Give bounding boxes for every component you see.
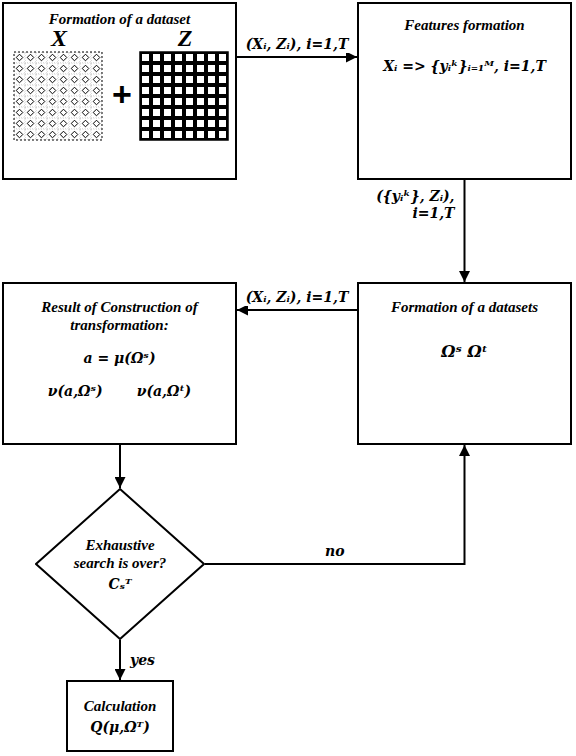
node-title: Formation of a datasets — [391, 298, 538, 316]
formula-row: ν(a,Ωˢ) ν(a,Ωᵗ) — [48, 383, 191, 400]
node-text: a = μ(Ωˢ) — [83, 350, 155, 367]
edge-label: (Xᵢ, Zᵢ), i=1,T — [244, 289, 351, 306]
node-title: Exhaustive search is over? — [72, 536, 168, 572]
node-text: Xᵢ => {yᵢᵏ}ᵢ₌₁ᴹ, i=1,T — [383, 58, 546, 75]
flow-arrow — [237, 56, 357, 58]
node-text: Cₛᵀ — [108, 576, 131, 593]
node-text: X — [44, 24, 74, 53]
node-text: Q(μ,Ωᵀ) — [90, 719, 150, 736]
node-title: Calculation — [84, 697, 157, 715]
decision-diamond: Exhaustive search is over? Cₛᵀ — [35, 488, 205, 640]
flow-arrow — [464, 180, 466, 282]
process-box: Formation of a datasets Ωˢ Ωᵗ — [357, 282, 572, 445]
process-box: Features formation Xᵢ => {yᵢᵏ}ᵢ₌₁ᴹ, i=1,T — [357, 2, 572, 180]
result-box: Result of Construction of transformation… — [2, 282, 237, 445]
grid-z — [140, 52, 228, 140]
node-title: Features formation — [404, 16, 524, 34]
edge-label: yes — [128, 652, 157, 669]
edge-label: (Xᵢ, Zᵢ), i=1,T — [244, 36, 351, 53]
edge-label: ({yᵢᵏ}, Zᵢ), i=1,T — [349, 188, 457, 222]
node-title: Formation of a dataset — [8, 10, 231, 28]
node-text: Ωˢ Ωᵗ — [441, 342, 487, 361]
node-title: Result of Construction of transformation… — [12, 298, 227, 334]
flow-arrow — [205, 445, 465, 564]
dataset-box: Formation of a datasetX + Z — [2, 2, 237, 180]
node-text: + — [107, 74, 137, 115]
flow-arrow — [119, 445, 121, 488]
terminal-box: CalculationQ(μ,Ωᵀ) — [66, 680, 174, 752]
node-text: Z — [170, 24, 200, 53]
edge-label: no — [323, 543, 347, 560]
flow-arrow — [237, 309, 357, 311]
node-text: ν(a,Ωˢ) — [48, 383, 103, 400]
node-text: ν(a,Ωᵗ) — [137, 383, 192, 400]
grid-x — [14, 52, 102, 140]
flow-arrow — [119, 640, 121, 680]
